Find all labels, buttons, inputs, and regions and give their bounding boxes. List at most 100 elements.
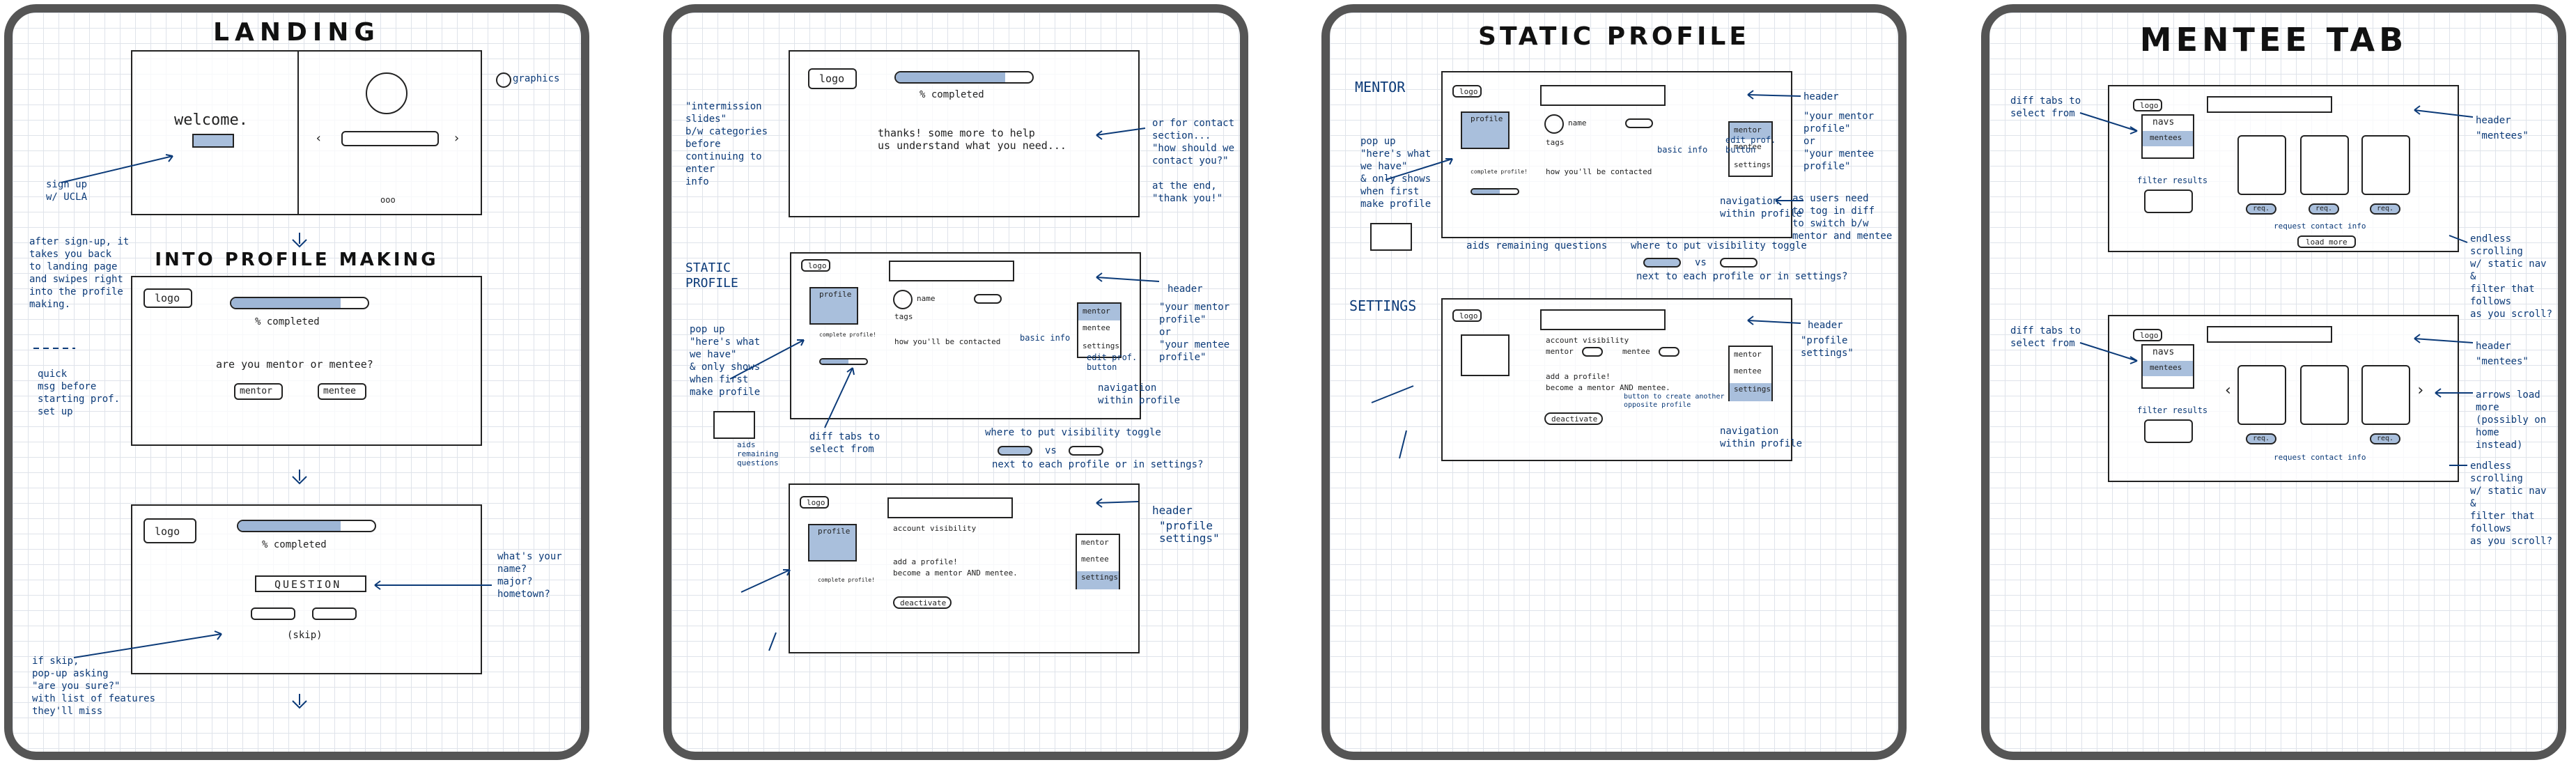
visibility-toggle-alt[interactable] [1720,258,1758,268]
logo-box: logo [2133,99,2162,111]
profile-tabs[interactable]: profile [809,287,858,325]
chevron-right-icon[interactable]: › [2416,382,2426,399]
note-diff-tabs-2: diff tabs to select from [2010,325,2081,349]
answer-field[interactable] [312,607,357,620]
note-intermission: "intermission slides" b/w categories bef… [685,101,768,187]
filter-box[interactable] [2144,419,2193,443]
note-aids: aids remaining questions [737,440,779,467]
skip-link[interactable]: (skip) [287,630,323,641]
note-header: header [1167,284,1203,295]
nav-mentee[interactable]: mentee [1081,555,1109,564]
note-next-to: next to each profile or in settings? [1636,271,1848,282]
note-mentees: "mentees" [2476,130,2529,141]
request-button[interactable]: req. [2370,433,2400,444]
request-button[interactable]: req. [2246,203,2276,215]
note-if-skip: if skip, pop-up asking "are you sure?" w… [32,656,156,717]
mentee-card[interactable] [2361,135,2410,195]
become-both-label: become a mentor AND mentee. [1546,383,1670,392]
request-button[interactable]: req. [2246,433,2276,444]
chevron-left-icon[interactable]: ‹ [2224,382,2233,399]
logo-text: logo [2140,101,2159,110]
header-placeholder [1540,309,1666,330]
mentor-profile-frame: logo profile name tags how you'll be con… [1441,71,1792,238]
static-profile-frame: logo profile name tags how you'll be con… [790,252,1141,419]
nav-mentee[interactable]: mentee [1734,366,1762,375]
request-button[interactable]: req. [2309,203,2339,215]
nav-mentor[interactable]: mentor [1081,538,1109,547]
logo-box: logo [800,496,829,509]
signup-button[interactable] [192,134,234,148]
note-endless: endless scrolling w/ static nav & filter… [2470,233,2553,320]
edit-profile-button[interactable] [1625,118,1653,128]
note-profile-settings: "profile settings" [1159,519,1220,545]
profile-tabs[interactable]: profile [1461,111,1510,149]
answer-field[interactable] [251,607,295,620]
contact-label: how you'll be contacted [1546,167,1652,176]
nav-mentor[interactable]: mentor [1083,307,1110,316]
chevron-left-icon[interactable]: ‹ [315,131,323,146]
popup-thumbnail [1370,223,1412,251]
nav-settings[interactable]: settings [1734,385,1771,394]
nav-mentor[interactable]: mentor [1734,125,1762,134]
intermission-frame: logo % completed thanks! some more to he… [789,50,1140,217]
mentee-card[interactable] [2300,365,2349,425]
logo-box: logo [143,518,196,543]
mentor-visibility-toggle[interactable] [1582,347,1603,357]
note-vs: vs [1695,257,1707,268]
panel-title: LANDING [213,18,380,47]
nav-mentee[interactable]: mentee [1734,142,1762,151]
profile-tabs[interactable]: profile [808,524,857,561]
nav-mentor[interactable]: mentor [1734,350,1762,359]
name-label: name [1568,118,1587,127]
visibility-toggle[interactable] [1643,258,1681,268]
graphics-icon [496,72,511,88]
logo-text: logo [155,292,180,304]
nav-settings[interactable]: settings [1734,160,1771,169]
visibility-toggle[interactable] [998,446,1032,456]
deactivate-button[interactable]: deactivate [893,596,952,609]
edit-profile-button[interactable] [974,294,1002,304]
request-note: request contact info [2274,222,2366,231]
mentee-button[interactable]: mentee [318,383,366,400]
note-header: header [1803,91,1839,102]
request-label: req. [2377,435,2394,442]
profile-tabs[interactable] [1461,334,1510,376]
section-title: INTO PROFILE MAKING [155,249,439,270]
add-profile-label: add a profile! [893,557,958,566]
question-frame: logo % completed QUESTION (skip) [131,504,482,674]
tags-label: tags [894,312,913,321]
mentor-button[interactable]: mentor [234,383,283,400]
visibility-toggle-alt[interactable] [1069,446,1103,456]
note-signup: sign up w/ UCLA [46,179,88,203]
note-edit-prof: edit prof. button [1087,352,1138,372]
note-endless-2: endless scrolling w/ static nav & filter… [2470,460,2553,547]
mentee-card[interactable] [2237,135,2286,195]
question-text: are you mentor or mentee? [216,358,373,371]
avatar [893,290,913,309]
slide-text-box [341,131,439,146]
mentee-toggle-label: mentee [1622,347,1650,356]
logo-box: logo [2133,329,2162,341]
chevron-right-icon[interactable]: › [453,131,460,146]
filter-box[interactable] [2144,189,2193,213]
complete-profile-label: complete profile! [1471,169,1528,175]
nav-mentee[interactable]: mentee [1083,323,1110,332]
tab-mentees[interactable]: mentees [2150,133,2182,142]
note-your-mentor: "your mentor profile" or "your mentee pr… [1803,111,1875,172]
profile-tab-label: profile [1471,114,1503,123]
note-header-2: header [1808,320,1843,331]
load-more-button[interactable]: load more [2297,235,2356,248]
deactivate-button[interactable]: deactivate [1544,412,1603,425]
nav-settings[interactable]: settings [1083,341,1119,350]
request-button[interactable]: req. [2370,203,2400,215]
nav-settings[interactable]: settings [1081,573,1118,582]
mentee-card[interactable] [2300,135,2349,195]
panel-title: STATIC PROFILE [1478,22,1750,51]
note-next-to: next to each profile or in settings? [992,459,1204,470]
mentee-visibility-toggle[interactable] [1659,347,1679,357]
tab-mentees[interactable]: mentees [2150,363,2182,372]
mentee-card[interactable] [2361,365,2410,425]
profile-tab-label: profile [818,527,851,536]
note-aids: aids remaining questions [1466,240,1608,251]
mentee-card[interactable] [2237,365,2286,425]
